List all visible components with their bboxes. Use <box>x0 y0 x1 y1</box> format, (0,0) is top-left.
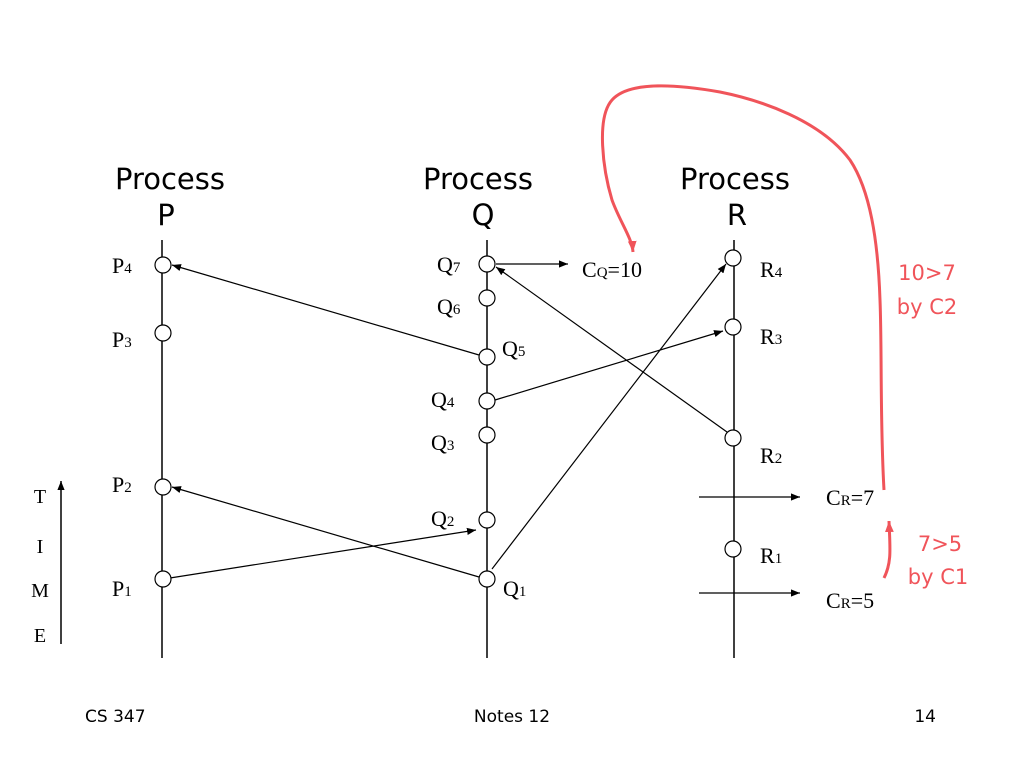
process-q-header: Process Q <box>423 162 533 232</box>
label-q1: Q1 <box>503 576 526 601</box>
footer-course: CS 347 <box>85 707 146 727</box>
event-p4 <box>154 256 172 274</box>
label-p1: P1 <box>112 576 132 601</box>
process-r-header: Process R <box>680 162 790 232</box>
event-q6 <box>478 289 496 307</box>
label-q6: Q6 <box>437 294 461 319</box>
event-p3 <box>154 324 172 342</box>
process-q-title: Process <box>423 162 533 196</box>
label-q2: Q2 <box>431 506 454 531</box>
process-r-title: Process <box>680 162 790 196</box>
label-p2: P2 <box>112 472 132 497</box>
message-q1-to-r4 <box>491 263 727 570</box>
label-q3: Q3 <box>431 430 454 455</box>
annotation-lower-line1: 7>5 <box>918 532 962 556</box>
message-q1-to-p2 <box>171 486 480 578</box>
event-q3 <box>478 426 496 444</box>
clock-label-cr5: CR=5 <box>826 588 874 613</box>
clock-label-cq: CQ=10 <box>582 257 642 282</box>
message-q5-to-p4 <box>171 264 480 356</box>
time-letter-t: T <box>34 486 46 508</box>
process-r-name: R <box>727 198 747 232</box>
annotation-lower-line2: by C1 <box>908 565 968 589</box>
event-p1 <box>154 570 172 588</box>
label-q7: Q7 <box>437 252 461 277</box>
event-q7 <box>478 255 496 273</box>
message-p1-to-q2 <box>169 527 477 579</box>
message-r2-to-q7 <box>495 266 728 433</box>
event-r3 <box>724 318 742 336</box>
footer-notes: Notes 12 <box>474 707 550 727</box>
label-q4: Q4 <box>431 387 455 412</box>
label-p4: P4 <box>112 253 132 278</box>
clock-label-cr7: CR=7 <box>826 485 874 510</box>
annotation-upper-line1: 10>7 <box>898 261 956 285</box>
event-q2 <box>478 511 496 529</box>
label-r2: R2 <box>760 443 782 468</box>
process-p-title: Process <box>115 162 225 196</box>
time-letter-m: M <box>31 580 49 602</box>
process-p-name: P <box>157 198 175 232</box>
process-p-header: Process P <box>115 162 225 232</box>
event-p2 <box>154 478 172 496</box>
event-q4 <box>478 392 496 410</box>
label-r1: R1 <box>760 543 782 568</box>
event-q1 <box>478 570 496 588</box>
event-r1 <box>724 540 742 558</box>
time-axis: T I M E <box>31 481 65 647</box>
red-arrow-lower <box>882 520 894 579</box>
event-r2 <box>724 429 742 447</box>
time-letter-e: E <box>34 625 46 647</box>
label-r4: R4 <box>760 257 783 282</box>
label-q5: Q5 <box>502 336 525 361</box>
label-p3: P3 <box>112 327 132 352</box>
annotation-upper-line2: by C2 <box>897 295 957 319</box>
message-q4-to-r3 <box>494 330 724 401</box>
label-r3: R3 <box>760 324 782 349</box>
event-q5 <box>478 348 496 366</box>
process-q-name: Q <box>472 198 495 232</box>
footer-page-number: 14 <box>914 707 936 727</box>
event-r4 <box>724 249 742 267</box>
red-arrow-upper <box>600 84 886 491</box>
time-letter-i: I <box>37 536 44 558</box>
